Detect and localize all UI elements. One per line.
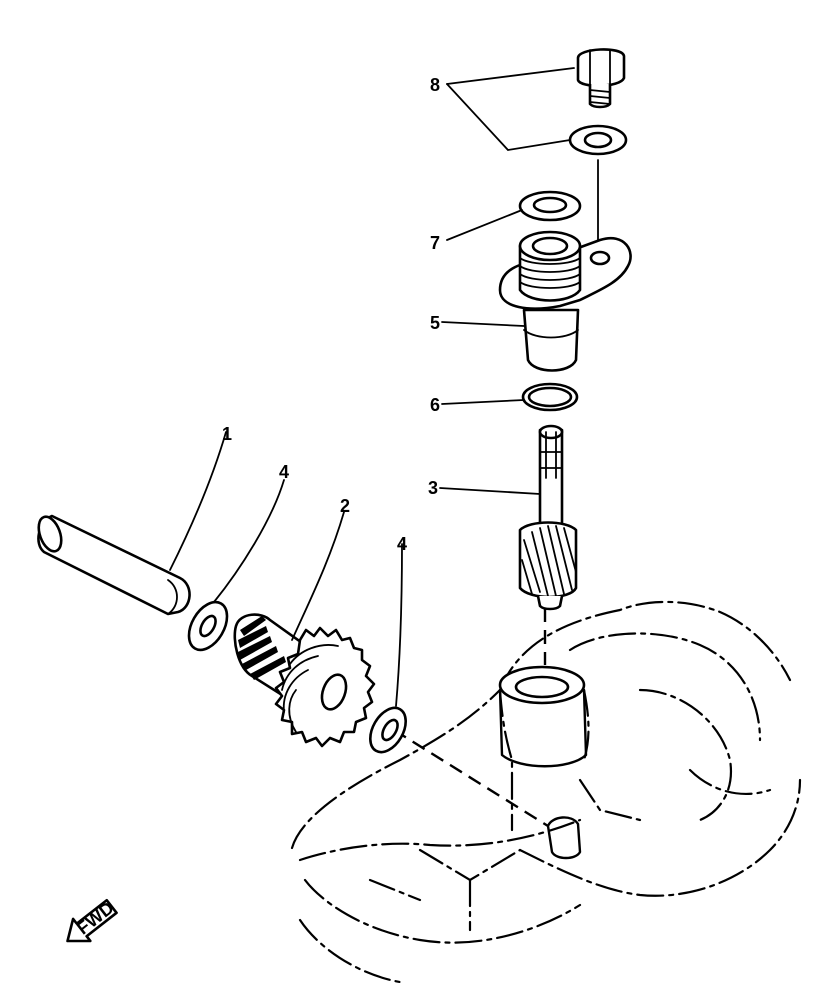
callout-8: 8: [430, 75, 440, 95]
part-3-drive-shaft: [518, 424, 578, 611]
part-2-gear: [233, 613, 376, 748]
callout-7: 7: [430, 233, 440, 253]
callout-labels: 1 2 3 4 4 5 6 7 8: [222, 75, 440, 554]
callout-1: 1: [222, 424, 232, 444]
callout-6: 6: [430, 395, 440, 415]
callout-3: 3: [428, 478, 438, 498]
forward-arrow-icon: FWD: [66, 898, 118, 943]
callout-4-right: 4: [397, 534, 407, 554]
part-7-seal: [518, 190, 582, 222]
callout-leaders: [169, 67, 575, 707]
part-6-o-ring: [521, 382, 579, 412]
part-4-washer-right: [369, 706, 407, 754]
alignment-lines: [393, 159, 599, 828]
callout-5: 5: [430, 313, 440, 333]
part-5-housing: [498, 230, 632, 372]
part-1-pin: [37, 514, 191, 616]
callout-2: 2: [340, 496, 350, 516]
crankcase-outline: [290, 600, 802, 984]
callout-4-left: 4: [279, 462, 289, 482]
part-8-bolt-and-washer: [568, 48, 628, 156]
part-4-washer-left: [187, 600, 229, 652]
